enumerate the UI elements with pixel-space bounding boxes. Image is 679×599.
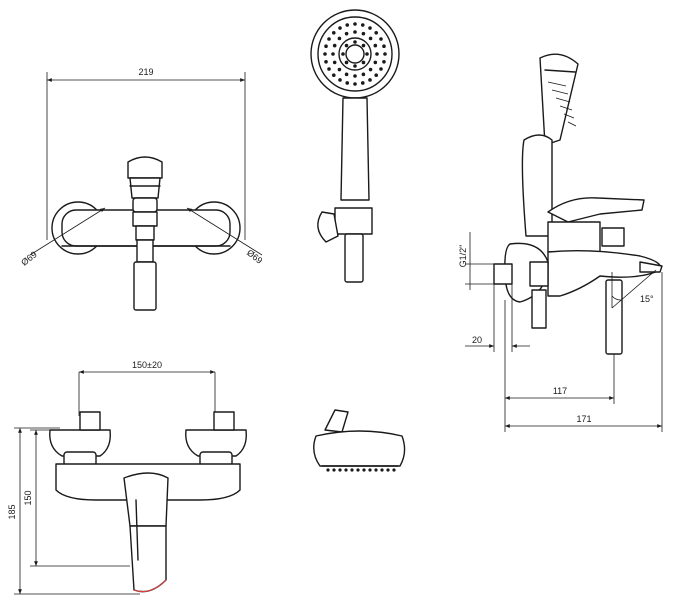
front-view: 219 Ø69 Ø69 (19, 67, 265, 311)
side-nozzle-line (555, 97, 571, 103)
nozzle-dot (331, 73, 336, 78)
nozzle-dot (368, 78, 372, 82)
nozzle-dot (324, 59, 328, 64)
bottom-nozzle-dot (344, 468, 348, 472)
nozzle-dot (332, 60, 337, 65)
nozzle-dot (374, 73, 379, 78)
bottom-nozzle-dot (362, 468, 366, 472)
nozzle-dot (345, 23, 350, 27)
nozzle-dot (368, 26, 372, 30)
bottom-nozzle-dot (326, 468, 330, 472)
nozzle-dot (345, 81, 350, 85)
bottom-nozzle-dot (392, 468, 396, 472)
bottom-nozzle-dot (368, 468, 372, 472)
nozzle-dot (344, 72, 349, 77)
nozzle-dot (353, 30, 357, 34)
nozzle-dot (344, 60, 349, 65)
dim-wall-20: 20 (472, 335, 482, 345)
dim-thread: G1/2" (458, 245, 468, 268)
nozzle-dot (361, 31, 366, 36)
nozzle-dot (353, 40, 357, 44)
nozzle-dot (361, 43, 366, 48)
nozzle-dot (344, 31, 349, 36)
side-nozzle-line (563, 113, 575, 119)
bottom-nozzle-dot (350, 468, 354, 472)
nozzle-dot (327, 37, 331, 41)
bottom-nozzle-dot (332, 468, 336, 472)
nozzle-dot (373, 60, 378, 65)
side-nozzle-line (559, 105, 573, 111)
bottom-nozzle-dot (374, 468, 378, 472)
nozzle-dot (338, 26, 342, 30)
dim-width-219: 219 (138, 67, 153, 77)
nozzle-dot (324, 44, 328, 49)
nozzle-dot (368, 67, 373, 72)
nozzle-dot (365, 52, 369, 56)
side-view: G1/2" 20 117 171 15° (458, 53, 663, 432)
dim-diameter-left: Ø69 (19, 249, 39, 267)
nozzle-dot (337, 67, 342, 72)
nozzle-dot (368, 36, 373, 41)
bottom-nozzle-dot (380, 468, 384, 472)
bottom-nozzle-dot (356, 468, 360, 472)
dim-height-185: 185 (7, 504, 17, 519)
bottom-nozzle-dot (338, 468, 342, 472)
nozzle-dot (331, 52, 335, 56)
dim-angle: 15° (640, 294, 654, 304)
nozzle-dot (375, 52, 379, 56)
side-nozzle-line (551, 89, 569, 95)
hand-shower-side (313, 409, 406, 472)
nozzle-dot (360, 81, 365, 85)
nozzle-dot (382, 59, 386, 64)
nozzle-dot (383, 52, 387, 56)
dim-spacing: 150±20 (132, 360, 162, 370)
dim-diameter-right: Ø69 (245, 247, 265, 265)
nozzle-dot (337, 36, 342, 41)
nozzle-dot (353, 82, 357, 86)
nozzle-dot (353, 74, 357, 78)
nozzle-dot (353, 22, 357, 26)
nozzle-dot (374, 30, 379, 35)
nozzle-dot (361, 60, 366, 65)
nozzle-dot (360, 23, 365, 27)
nozzle-dot (379, 37, 383, 41)
nozzle-dot (341, 52, 345, 56)
nozzle-dot (331, 30, 336, 35)
hand-shower-front (310, 9, 400, 283)
nozzle-dot (382, 44, 386, 49)
dim-reach-117: 117 (553, 386, 567, 396)
nozzle-dot (323, 52, 327, 56)
nozzle-dot (327, 67, 331, 71)
side-nozzle-line (567, 121, 577, 127)
nozzle-dot (373, 43, 378, 48)
side-nozzle-line (547, 81, 567, 87)
nozzle-dot (361, 72, 366, 77)
top-view: 150±20 185 150 (7, 360, 247, 595)
nozzle-dot (379, 67, 383, 71)
nozzle-dot (353, 64, 357, 68)
nozzle-dot (332, 43, 337, 48)
dim-reach-171: 171 (576, 414, 591, 424)
bottom-nozzle-dot (386, 468, 390, 472)
nozzle-dot (338, 78, 342, 82)
dim-height-150: 150 (23, 490, 33, 505)
nozzle-dot (344, 43, 349, 48)
